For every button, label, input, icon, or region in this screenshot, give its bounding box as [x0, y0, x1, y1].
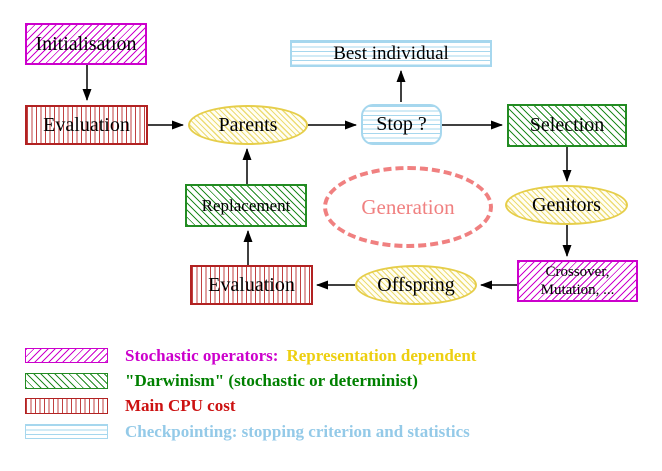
legend-label-representation-dependent: Representation dependent — [286, 345, 477, 365]
node-best-individual-label: Best individual — [333, 42, 449, 64]
node-parents-label: Parents — [218, 113, 278, 136]
node-initialisation: Initialisation — [25, 23, 147, 65]
node-genitors: Genitors — [505, 185, 628, 225]
node-crossover-mutation-line1: Crossover, — [545, 264, 610, 280]
node-replacement-label: Replacement — [201, 195, 291, 215]
node-evaluation-bottom: Evaluation — [190, 265, 313, 305]
node-parents: Parents — [188, 105, 308, 145]
node-evaluation-top-label: Evaluation — [43, 113, 130, 136]
legend-swatch-red-stripes — [25, 397, 108, 414]
legend-label-main-cpu-cost: Main CPU cost — [125, 395, 236, 415]
legend-row-checkpointing: Checkpointing: stopping criterion and st… — [25, 421, 470, 442]
legend-swatch-cyan-stripes — [25, 424, 108, 439]
node-crossover-mutation-line2: Mutation, ... — [540, 282, 615, 298]
node-best-individual: Best individual — [290, 40, 492, 67]
node-selection-label: Selection — [529, 114, 605, 136]
node-stop: Stop ? — [361, 104, 442, 145]
generation-loop-ellipse: Generation — [323, 166, 493, 248]
legend-label-stochastic-operators: Stochastic operators: — [125, 345, 279, 365]
legend-row-stochastic-operators: Stochastic operators: Representation dep… — [25, 345, 476, 366]
legend-row-darwinism: "Darwinism" (stochastic or determinist) — [25, 370, 418, 391]
legend-swatch-magenta-hatch — [25, 348, 108, 363]
node-offspring: Offspring — [355, 265, 477, 305]
node-crossover-mutation: Crossover, Mutation, ... — [517, 260, 638, 302]
node-genitors-label: Genitors — [532, 193, 601, 216]
node-evaluation-top: Evaluation — [25, 105, 148, 145]
legend-swatch-green-hatch — [25, 372, 108, 389]
generation-label: Generation — [361, 194, 455, 219]
legend-row-main-cpu-cost: Main CPU cost — [25, 395, 235, 416]
node-evaluation-bottom-label: Evaluation — [208, 273, 295, 296]
node-replacement: Replacement — [185, 184, 307, 227]
node-offspring-label: Offspring — [377, 273, 455, 296]
legend-label-checkpointing: Checkpointing: stopping criterion and st… — [125, 421, 470, 441]
node-stop-label: Stop ? — [376, 113, 427, 135]
node-selection: Selection — [507, 104, 627, 147]
legend-label-darwinism: "Darwinism" (stochastic or determinist) — [125, 370, 418, 390]
node-initialisation-label: Initialisation — [35, 32, 137, 55]
